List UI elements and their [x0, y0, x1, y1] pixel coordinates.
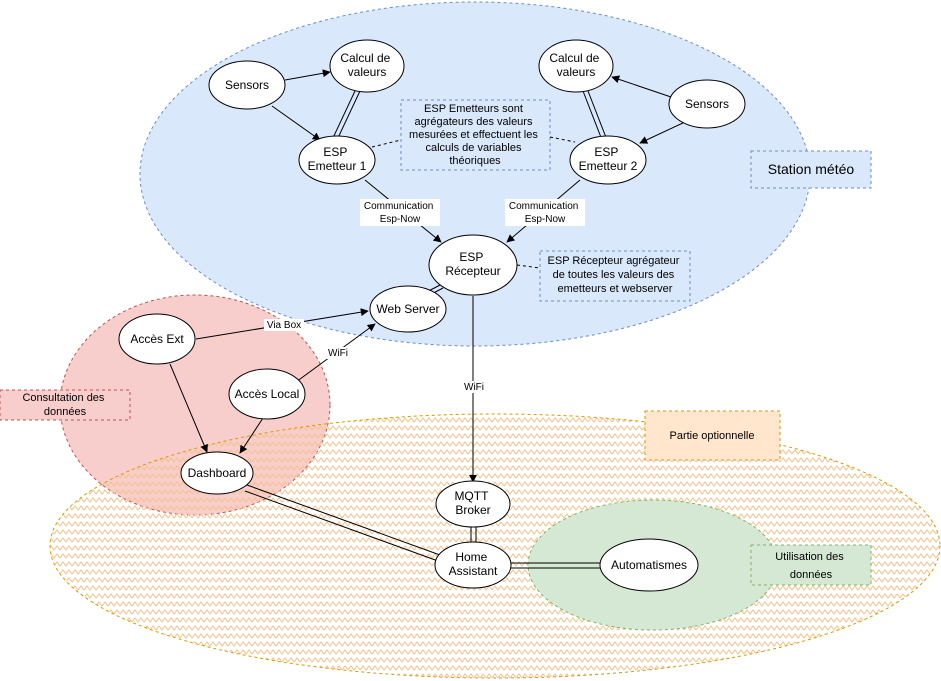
link-calcul-right-emetteur2	[582, 90, 608, 141]
svg-text:Calcul de valeurs: Calcul de valeurs	[340, 51, 393, 79]
svg-text:ESP Récepteur: ESP Récepteur	[445, 250, 500, 278]
svg-text:Dashboard: Dashboard	[188, 466, 247, 480]
node-webserver: Web Server	[369, 285, 447, 333]
link-dashboard-homeassistant	[244, 484, 441, 562]
node-calcul-left: Calcul de valeurs	[329, 39, 405, 93]
svg-text:Sensors: Sensors	[225, 78, 269, 92]
edge-accesext-to-dashboard	[169, 363, 208, 453]
node-recepteur: ESP Récepteur	[428, 234, 518, 296]
svg-text:Utilisation des données: Utilisation des données	[775, 551, 847, 581]
svg-text:Accès Ext: Accès Ext	[130, 332, 184, 346]
svg-text:WiFi: WiFi	[328, 348, 348, 359]
usage-label-line2: données	[790, 569, 833, 581]
svg-text:Communication Esp-Now: Communication Esp-Now	[509, 201, 581, 225]
node-emetteur2: ESP Emetteur 2	[569, 135, 647, 185]
optional-label: Partie optionnelle	[644, 410, 781, 461]
edge-acceslocal-to-dashboard	[239, 414, 266, 454]
node-emetteur1: ESP Emetteur 1	[298, 135, 376, 185]
consultation-label-line1: Consultation des	[22, 392, 104, 404]
edge-sensors-right-to-emetteur2	[639, 121, 686, 144]
svg-text:Via Box: Via Box	[267, 320, 301, 331]
link-calcul-left-emetteur1	[331, 90, 361, 141]
node-acces-local: Accès Local	[228, 368, 306, 420]
node-dashboard: Dashboard	[180, 451, 254, 495]
svg-text:ESP Emetteurs sont agrég: ESP Emetteurs sont agrégateurs des valeu…	[409, 103, 541, 167]
link-homeassistant-automatismes	[511, 562, 600, 569]
svg-text:Communication Esp-Now: Communication Esp-Now	[364, 201, 436, 225]
node-mqtt: MQTT Broker	[435, 480, 511, 528]
node-sensors-left: Sensors	[208, 60, 286, 110]
svg-text:Automatismes: Automatismes	[611, 558, 687, 572]
svg-text:Station météo: Station météo	[768, 161, 855, 177]
svg-text:Calcul de valeurs: Calcul de valeurs	[549, 51, 602, 79]
node-calcul-right: Calcul de valeurs	[538, 39, 614, 93]
svg-text:Home Assistant: Home Assistant	[449, 550, 498, 578]
edge-label-wifi-mqtt: WiFi	[461, 381, 487, 393]
usage-label-line1: Utilisation des	[775, 551, 844, 563]
svg-text:ESP Emetteur 1: ESP Emetteur 1	[308, 145, 367, 173]
svg-text:Consultation des données: Consultation des données	[22, 392, 107, 418]
node-home-assistant: Home Assistant	[434, 541, 512, 589]
emetteurs-note: ESP Emetteurs sont agrégateurs des valeu…	[400, 99, 551, 171]
edge-label-comm-right: Communication Esp-Now	[505, 199, 585, 226]
svg-text:Web Server: Web Server	[376, 302, 439, 316]
edge-label-comm-left: Communication Esp-Now	[360, 199, 440, 226]
edge-label-via-box: Via Box	[264, 319, 304, 331]
consultation-label-line2: données	[44, 406, 87, 418]
link-mqtt-homeassistant	[470, 527, 477, 543]
svg-text:Accès Local: Accès Local	[235, 387, 300, 401]
edge-label-wifi-local: WiFi	[325, 347, 351, 359]
note-connector-recepteur	[516, 264, 541, 269]
node-sensors-right: Sensors	[668, 79, 746, 129]
usage-label: Utilisation des données	[750, 544, 872, 586]
svg-text:Sensors: Sensors	[685, 97, 729, 111]
edge-sensors-left-to-emetteur1	[271, 105, 321, 141]
recepteur-note: ESP Récepteur agrégateur de toutes les v…	[539, 250, 691, 302]
svg-text:ESP Emetteur 2: ESP Emetteur 2	[579, 145, 638, 173]
svg-text:ESP Récepteur agrégateur: ESP Récepteur agrégateur de toutes les v…	[548, 255, 683, 295]
svg-text:Partie optionnelle: Partie optionnelle	[669, 430, 754, 442]
svg-text:MQTT Broker: MQTT Broker	[454, 489, 491, 517]
node-automatismes: Automatismes	[599, 538, 699, 592]
consultation-label: Consultation des données	[0, 389, 131, 421]
edge-sensors-right-to-calcul	[611, 75, 675, 99]
station-label: Station météo	[750, 150, 872, 189]
note-connector-emetteur1	[371, 139, 402, 148]
svg-text:WiFi: WiFi	[464, 382, 484, 393]
edge-sensors-left-to-calcul	[284, 69, 331, 81]
node-acces-ext: Accès Ext	[118, 313, 196, 365]
note-connector-emetteur2	[549, 136, 576, 143]
